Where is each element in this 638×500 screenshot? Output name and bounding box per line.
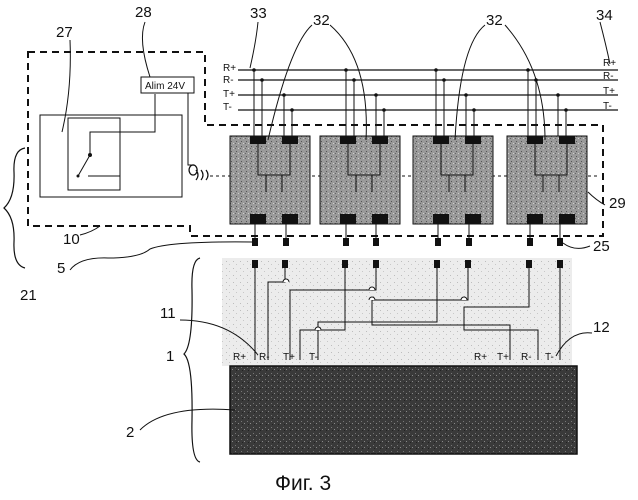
port-left-r-plus: R+ bbox=[233, 352, 246, 363]
port-right-r-plus: R+ bbox=[474, 352, 487, 363]
ref-12: 12 bbox=[593, 319, 610, 336]
bus-label-t-plus-left: T+ bbox=[223, 89, 235, 100]
bus-label-t-plus-right: T+ bbox=[603, 86, 615, 97]
module-2 bbox=[320, 136, 400, 224]
module-4 bbox=[507, 136, 587, 224]
port-left-t-minus: T- bbox=[309, 352, 318, 363]
switch-pivot-dot bbox=[77, 175, 80, 178]
ref-25: 25 bbox=[593, 238, 610, 255]
brace-21 bbox=[4, 148, 25, 268]
bus-label-t-minus-right: T- bbox=[603, 101, 612, 112]
bus-label-t-minus-left: T- bbox=[223, 102, 232, 113]
bus-junction-dots bbox=[252, 68, 568, 112]
coil-icon bbox=[189, 165, 208, 180]
top-bus-labels-left: R+ R- T+ T- bbox=[223, 63, 236, 113]
ref-2: 2 bbox=[126, 424, 134, 441]
switch-contact-dot bbox=[88, 153, 92, 157]
port-left-r-minus: R- bbox=[259, 352, 270, 363]
ref-11: 11 bbox=[160, 305, 176, 322]
cable-region-texture bbox=[222, 258, 572, 366]
ref-33: 33 bbox=[250, 5, 267, 22]
ref-21: 21 bbox=[20, 287, 37, 304]
power-supply-feed bbox=[188, 93, 193, 165]
top-bus-labels-right: R+ R- T+ T- bbox=[603, 58, 616, 112]
ref-10: 10 bbox=[63, 231, 80, 248]
base-block-2 bbox=[230, 366, 577, 454]
ref-1: 1 bbox=[166, 348, 174, 365]
ref-28: 28 bbox=[135, 4, 152, 21]
ref-5: 5 bbox=[57, 260, 65, 277]
ref-32-right: 32 bbox=[486, 12, 503, 29]
bus-label-r-minus-left: R- bbox=[223, 75, 234, 86]
port-right-t-plus: T+ bbox=[497, 352, 509, 363]
top-bus bbox=[238, 70, 618, 110]
bus-label-r-minus-right: R- bbox=[603, 71, 614, 82]
bus-label-r-plus-left: R+ bbox=[223, 63, 236, 74]
ref-34: 34 bbox=[596, 7, 613, 24]
power-supply-label: Alim 24V bbox=[145, 81, 185, 92]
figure-caption: Фиг. 3 bbox=[275, 472, 331, 495]
controller-27 bbox=[40, 94, 182, 197]
connectors-25 bbox=[252, 238, 563, 246]
ref-32-left: 32 bbox=[313, 12, 330, 29]
port-right-r-minus: R- bbox=[521, 352, 532, 363]
ref-27: 27 bbox=[56, 24, 73, 41]
brace-1 bbox=[184, 258, 200, 462]
ref-29: 29 bbox=[609, 195, 626, 212]
port-right-t-minus: T- bbox=[545, 352, 554, 363]
module-3 bbox=[413, 136, 493, 224]
module-1 bbox=[230, 136, 310, 224]
port-left-t-plus: T+ bbox=[283, 352, 295, 363]
